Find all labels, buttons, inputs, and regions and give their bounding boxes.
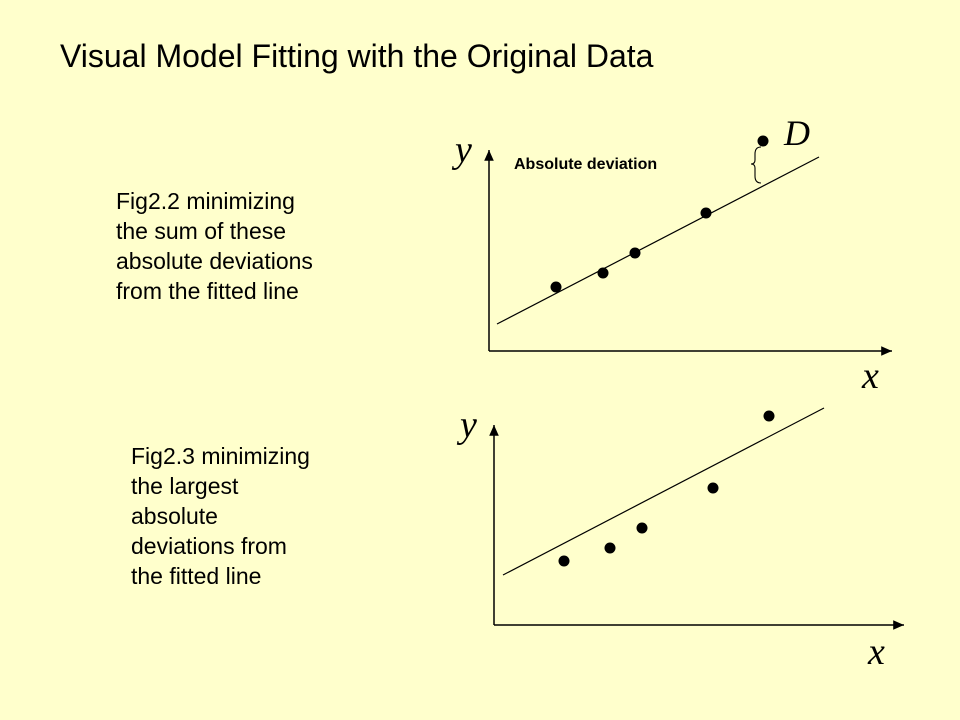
caption-line: deviations from <box>131 533 287 559</box>
y-axis-label: y <box>451 129 472 171</box>
data-point <box>629 247 641 259</box>
data-point <box>700 207 712 219</box>
x-axis-label: x <box>861 355 879 397</box>
caption-line: absolute <box>131 503 218 529</box>
slide-title: Visual Model Fitting with the Original D… <box>60 38 654 74</box>
deviation-brace <box>750 146 762 184</box>
data-point <box>763 410 775 422</box>
data-point <box>550 281 562 293</box>
caption-line: the largest <box>131 473 239 499</box>
caption-line: the sum of these <box>116 218 287 244</box>
data-point <box>757 135 769 147</box>
fitted-line <box>502 407 825 576</box>
data-point <box>707 482 719 494</box>
x-axis-label: x <box>867 631 885 673</box>
data-point <box>604 542 616 554</box>
data-point <box>636 522 648 534</box>
y-axis-label: y <box>456 404 477 446</box>
caption-line: Fig2.3 minimizing <box>131 443 310 469</box>
data-point <box>558 555 570 567</box>
figure-2-3-plot: y x <box>456 404 904 673</box>
caption-line: the fitted line <box>131 563 262 589</box>
caption-line: from the fitted line <box>116 278 299 304</box>
caption-line: absolute deviations <box>116 248 313 274</box>
caption-line: Fig2.2 minimizing <box>116 188 295 214</box>
point-d-label: D <box>783 113 810 153</box>
figure-2-3-caption: Fig2.3 minimizing the largest absolute d… <box>131 441 310 591</box>
absolute-deviation-label: Absolute deviation <box>514 156 657 173</box>
figure-2-2-plot: y x D Absolute deviation <box>451 113 892 397</box>
figure-2-2-caption: Fig2.2 minimizing the sum of these absol… <box>116 186 313 306</box>
fitted-line <box>496 156 820 325</box>
data-point <box>597 267 609 279</box>
